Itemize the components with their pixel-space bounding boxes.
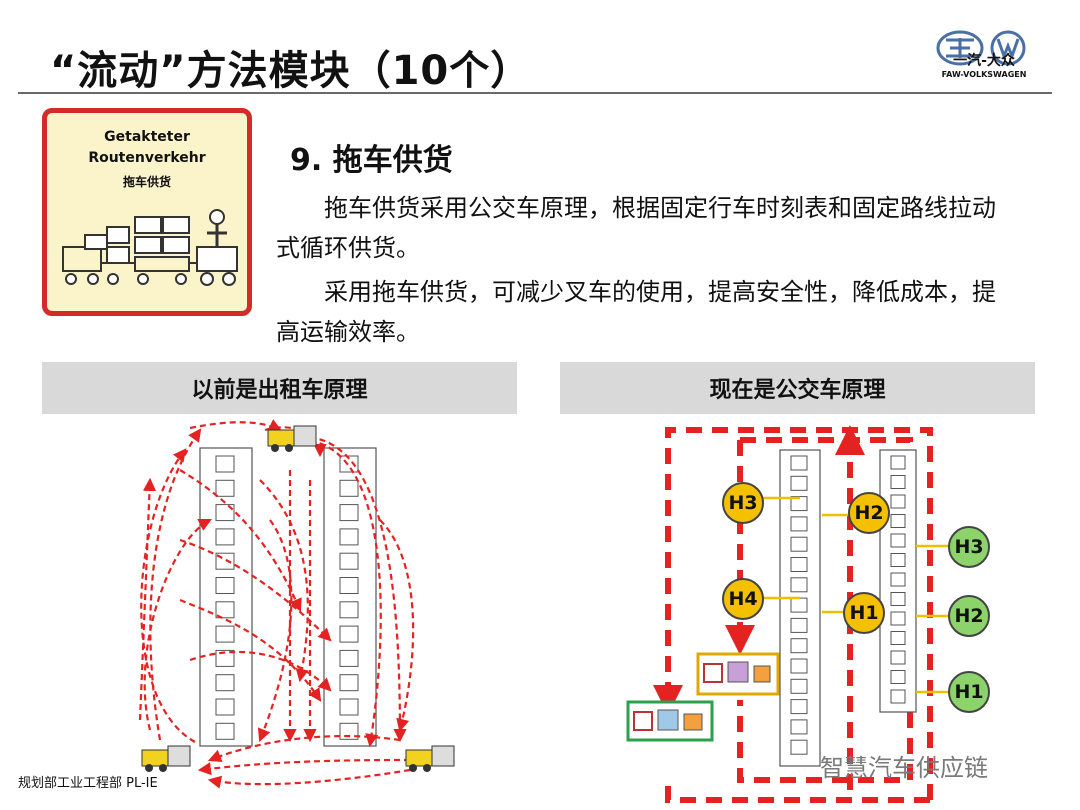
rack-bin	[890, 650, 906, 665]
rack-bin	[890, 514, 906, 528]
logo-text-en: FAW-VOLKSWAGEN	[941, 70, 1027, 79]
rack-bin	[339, 479, 359, 497]
station-h3-yellow: H3	[722, 482, 764, 524]
rack-bin	[890, 689, 906, 704]
paragraph-bus-principle: 拖车供货采用公交车原理，根据固定行车时刻表和固定路线拉动式循环供货。	[276, 194, 996, 262]
forklift-icon	[267, 425, 317, 452]
rack-bin	[215, 674, 235, 692]
section-heading: 9. 拖车供货	[290, 143, 453, 178]
right-rack-bins	[790, 455, 906, 755]
rack-bin	[215, 504, 235, 522]
icon-card-title-line1: Getakteter	[104, 129, 190, 145]
rack-bin	[790, 557, 808, 572]
panel-label-bus: 现在是公交车原理	[560, 362, 1035, 414]
rack-bin	[790, 516, 808, 532]
rack-bin	[215, 455, 235, 473]
station-h3-green: H3	[948, 526, 990, 568]
rack-bin	[339, 528, 359, 546]
rack-bin	[790, 597, 808, 613]
forklift-icon	[141, 745, 191, 772]
rack-bin	[339, 504, 359, 522]
tugger-train-icon	[62, 209, 238, 286]
rack-bin	[215, 528, 235, 546]
rack-bin	[890, 533, 906, 548]
rack-bin	[790, 719, 808, 735]
rack-bin	[890, 670, 906, 684]
rack-bin	[890, 455, 906, 470]
footer-department: 规划部工业工程部 PL-IE	[18, 776, 158, 791]
station-h2-green: H2	[948, 595, 990, 637]
logo-text-cn: 一汽-大众	[953, 53, 1015, 69]
tugger-train-icon	[696, 652, 780, 696]
taxi-principle-diagram	[138, 419, 455, 789]
rack-bin	[890, 592, 906, 606]
station-h4-yellow: H4	[722, 578, 764, 620]
rack-bin	[339, 552, 359, 570]
rack-bin	[790, 678, 808, 694]
rack-bin	[339, 601, 359, 619]
rack-bin	[890, 494, 906, 509]
station-h2-yellow: H2	[848, 492, 890, 534]
left-rack-1	[199, 447, 253, 747]
rack-bin	[339, 674, 359, 692]
tugger-train-icon-card: Getakteter Routenverkehr 拖车供货	[42, 108, 252, 316]
rack-bin	[339, 577, 359, 594]
rack-bin	[339, 625, 359, 643]
rack-bin	[215, 698, 235, 716]
rack-bin	[790, 577, 808, 593]
rack-bin	[790, 638, 808, 654]
station-h1-yellow: H1	[843, 592, 885, 634]
icon-card-title-cn: 拖车供货	[122, 175, 171, 189]
rack-bin	[890, 572, 906, 587]
rack-bin	[215, 649, 235, 667]
station-h1-green: H1	[948, 671, 990, 713]
rack-bin	[215, 577, 235, 594]
station-connectors	[762, 496, 950, 694]
rack-bin	[339, 698, 359, 716]
rack-bin	[790, 455, 808, 471]
rack-bin	[890, 553, 906, 567]
rack-bin	[790, 536, 808, 552]
rack-bin	[790, 699, 808, 715]
taxi-routes	[138, 419, 421, 789]
rack-bin	[215, 479, 235, 497]
rack-bin	[339, 649, 359, 667]
rack-bin	[215, 625, 235, 643]
rack-bin	[790, 739, 808, 755]
rack-bin	[790, 496, 808, 512]
rack-bin	[790, 658, 808, 674]
faw-vw-logo	[936, 30, 1026, 66]
rack-bin	[890, 631, 906, 645]
rack-bin	[790, 475, 808, 491]
rack-bin	[215, 722, 235, 740]
rack-bin	[890, 611, 906, 626]
title-divider	[18, 92, 1052, 94]
paragraph-benefits: 采用拖车供货，可减少叉车的使用，提高安全性，降低成本，提高运输效率。	[276, 278, 996, 346]
rack-bin	[790, 617, 808, 633]
rack-bin	[215, 601, 235, 619]
rack-bin	[890, 475, 906, 489]
panel-label-taxi: 以前是出租车原理	[42, 362, 517, 414]
forklift-icon	[405, 745, 455, 772]
page-title: “流动”方法模块（10个）	[50, 48, 532, 94]
left-rack-2	[323, 447, 377, 747]
left-rack-bins	[215, 455, 359, 740]
tugger-train-icon	[626, 700, 714, 742]
watermark-text: 智慧汽车供应链	[820, 754, 988, 782]
icon-card-title-line2: Routenverkehr	[88, 150, 206, 166]
